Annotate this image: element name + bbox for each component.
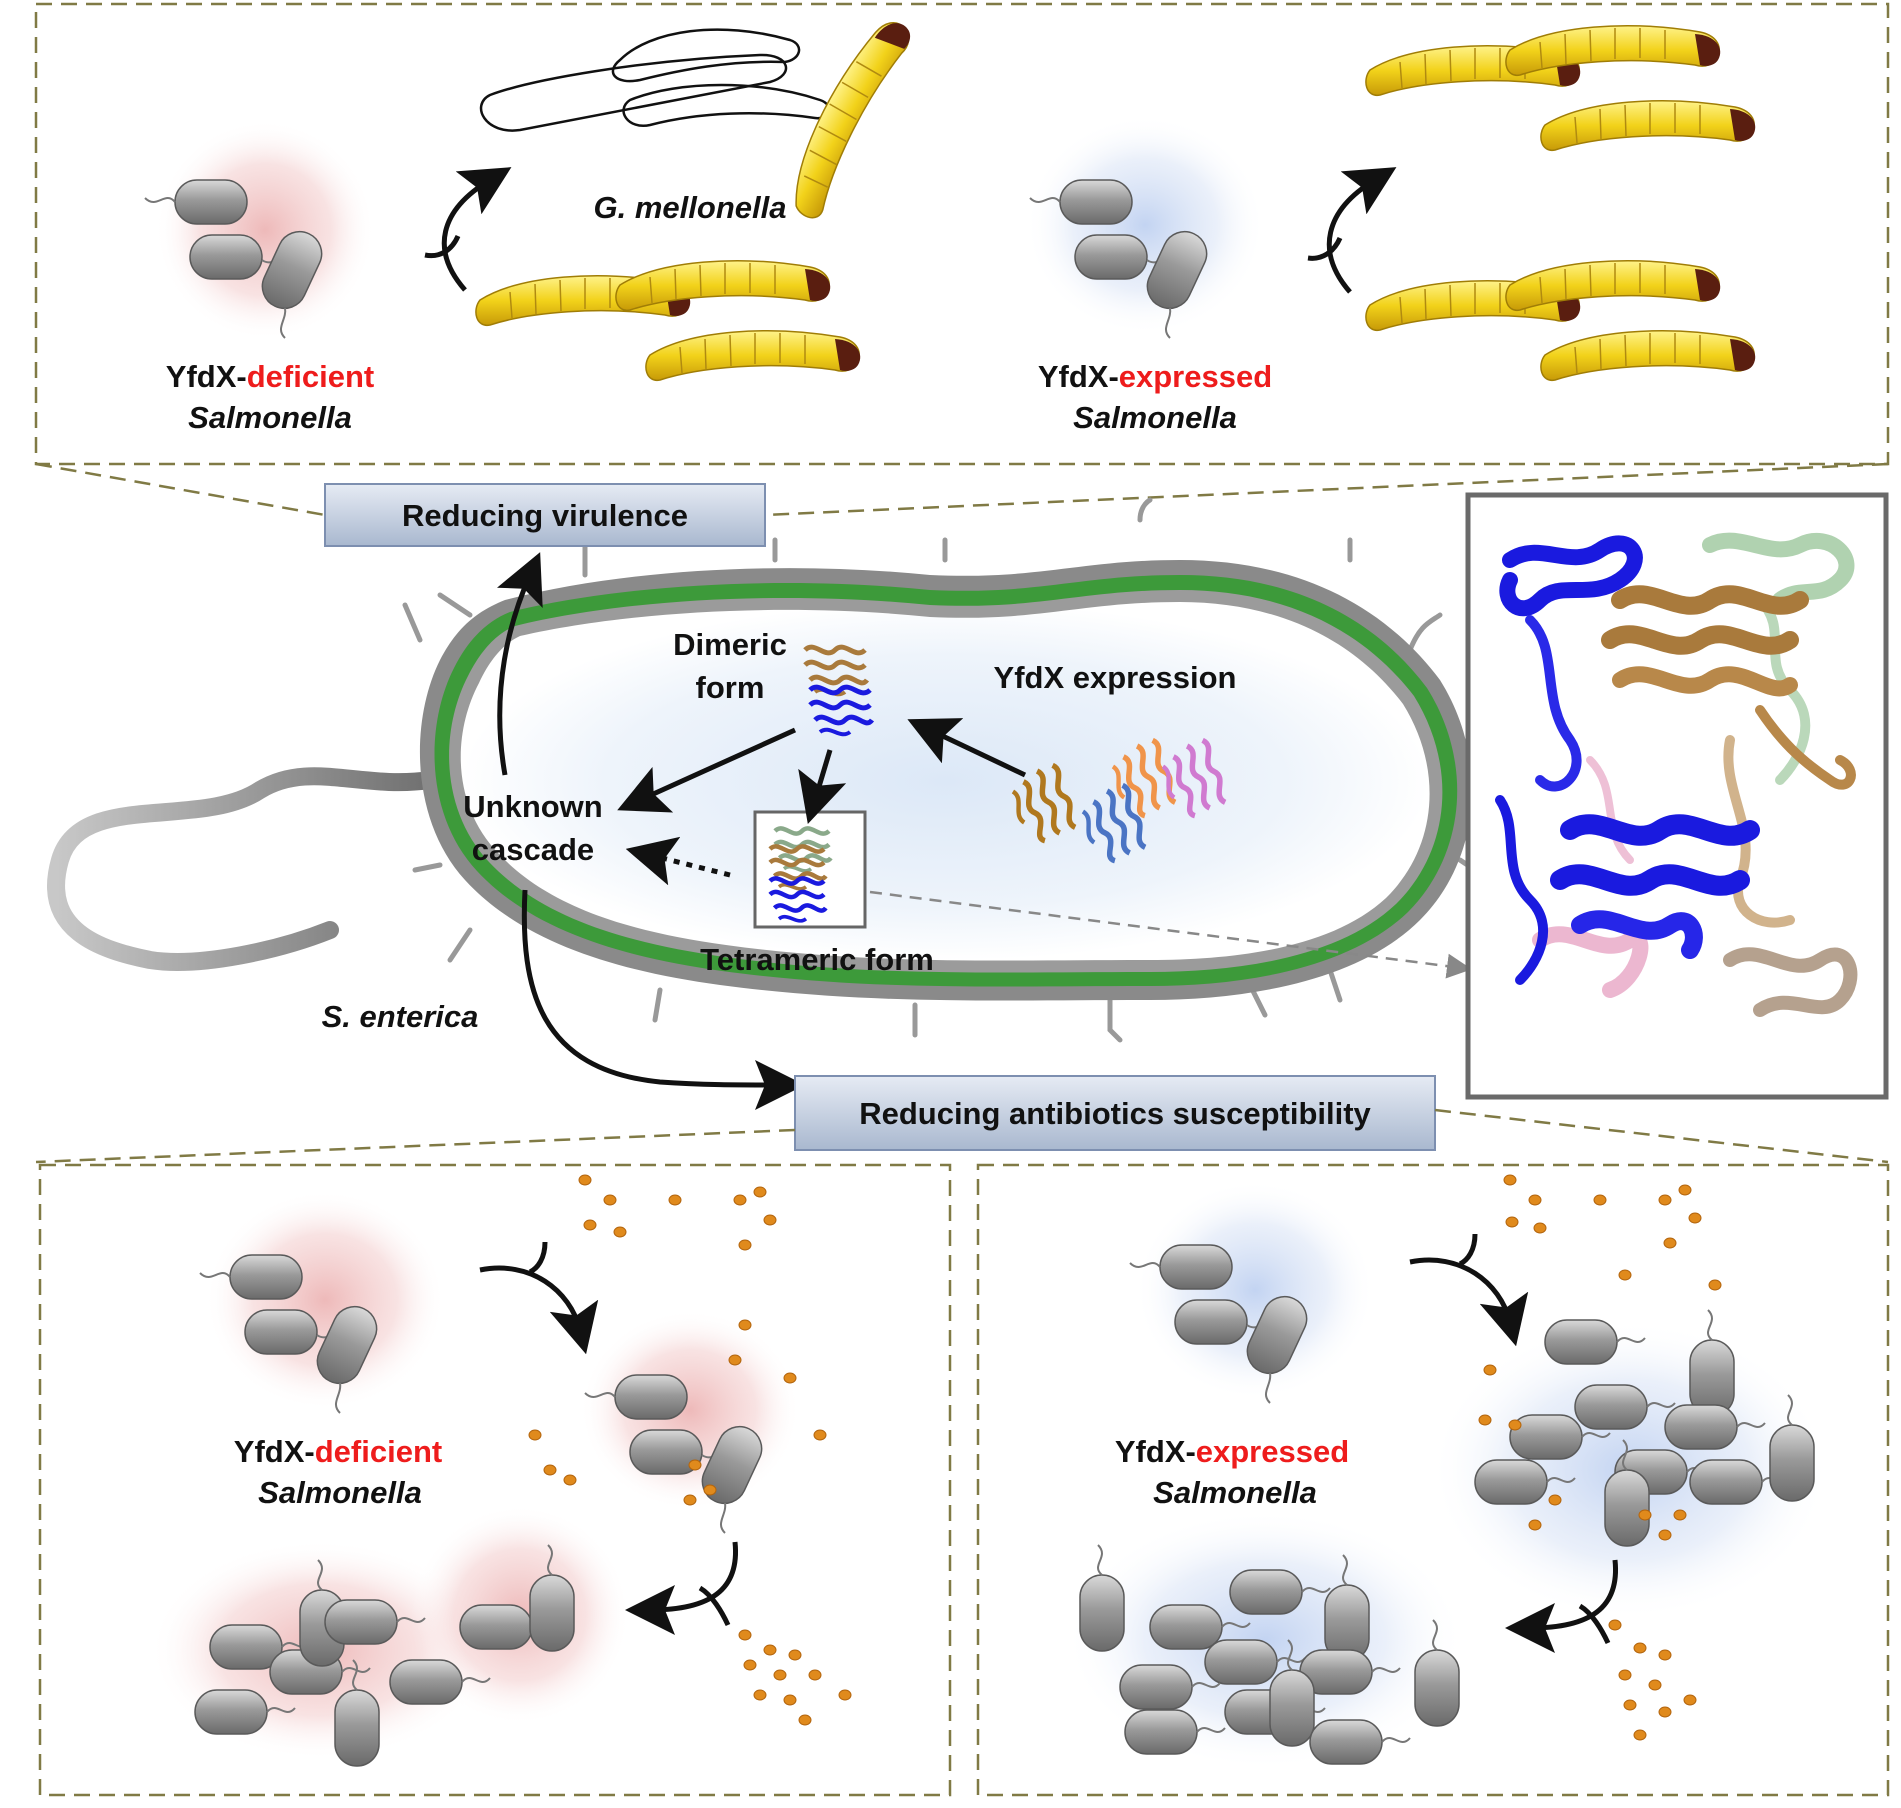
dimer-to-tetramer-arrow (798, 749, 847, 824)
larva-bottom-left-2 (615, 260, 831, 312)
bl-strain-keyword: deficient (315, 1434, 442, 1469)
top-panel-frame (34, 2, 1890, 466)
cascade-to-virulence-arrow (497, 552, 543, 776)
reducing-antibiotics-label: Reducing antibiotics susceptibility (859, 1096, 1371, 1131)
bl-antibiotic-dots (528, 1174, 852, 1726)
br-strain-genus: Salmonella (1153, 1475, 1317, 1510)
br-curved-arrows (1409, 1233, 1619, 1653)
top-left-strain-label: YfdX-deficient Salmonella (166, 359, 374, 435)
unknown-cascade-line1: Unknown (463, 789, 603, 824)
cell-arrows (497, 552, 1027, 1110)
dimeric-label-line2: form (696, 670, 765, 705)
species-label-top: G. mellonella (594, 190, 787, 225)
bl-curved-arrows (479, 1241, 739, 1635)
bl-strain-genus: Salmonella (258, 1475, 422, 1510)
tetrameric-protein-icon (753, 810, 867, 929)
dead-larvae-outlines (479, 28, 831, 132)
unknown-cascade-line2: cascade (472, 832, 594, 867)
bottom-left-frame (38, 1163, 952, 1797)
cytoplasm (460, 602, 1430, 961)
bottom-right-antibiotic-panel: YfdX-expressed Salmonella (976, 1163, 1890, 1797)
salmonella-cell: Dimeric form YfdX expression Unknown cas… (47, 497, 1513, 1110)
larva-bottom-right-3 (1540, 330, 1756, 382)
top-right-strain-genus: Salmonella (1073, 400, 1237, 435)
top-left-strain-genus: Salmonella (188, 400, 352, 435)
expression-to-dimer-arrow (907, 718, 1027, 778)
expressed-glow (1025, 115, 1265, 335)
tetramer-ribbon-structure (1495, 532, 1858, 1017)
reducing-virulence-box: Reducing virulence (324, 483, 766, 547)
antibiotics-connector-left (35, 1128, 796, 1164)
top-left-strain-prefix: YfdX- (166, 359, 247, 394)
tetrameric-label: Tetrameric form (700, 942, 934, 977)
bl-strain-prefix: YfdX- (234, 1434, 315, 1469)
reducing-antibiotics-box: Reducing antibiotics susceptibility (794, 1075, 1436, 1151)
dimer-to-cascade-arrow (617, 727, 797, 813)
yfdx-expression-label: YfdX expression (994, 660, 1237, 695)
svg-text:YfdX-deficient: YfdX-deficient (234, 1434, 442, 1469)
larva-top-right-2 (1505, 25, 1721, 77)
br-strain-label: YfdX-expressed Salmonella (1115, 1434, 1349, 1510)
bottom-right-frame (976, 1163, 1890, 1797)
bottom-left-antibiotic-panel: YfdX-deficient Salmonella (38, 1163, 952, 1797)
br-glow-1 (1135, 1180, 1375, 1400)
top-right-curved-arrow (1307, 167, 1397, 294)
larva-bottom-left-3 (645, 330, 861, 382)
top-right-strain-keyword: expressed (1119, 359, 1272, 394)
br-antibiotic-dots (1478, 1174, 1722, 1741)
br-strain-keyword: expressed (1196, 1434, 1349, 1469)
reducing-virulence-label: Reducing virulence (402, 498, 688, 533)
deficient-glow (155, 120, 375, 340)
bl-strain-label: YfdX-deficient Salmonella (234, 1434, 442, 1510)
virulence-connector-right (764, 462, 1889, 517)
protein-structure-inset (1465, 492, 1889, 1100)
virulence-connector-left (35, 462, 326, 517)
tetramer-to-cascade-dotted-arrow (625, 836, 731, 886)
bl-glow-2 (580, 1310, 800, 1510)
svg-text:YfdX-expressed: YfdX-expressed (1038, 359, 1272, 394)
cascade-to-antibiotics-arrow (521, 889, 805, 1110)
larva-bottom-right-2 (1505, 260, 1721, 312)
antibiotics-connector-right (1434, 1108, 1889, 1164)
br-strain-prefix: YfdX- (1115, 1434, 1196, 1469)
svg-text:YfdX-expressed: YfdX-expressed (1115, 1434, 1349, 1469)
top-left-curved-arrow (424, 167, 512, 292)
bl-glow-1 (205, 1190, 445, 1410)
larva-top-right-3 (1540, 100, 1756, 152)
top-right-strain-label: YfdX-expressed Salmonella (1038, 359, 1272, 435)
top-virulence-panel: G. mellonella YfdX-deficient Salmonella … (34, 2, 1890, 466)
species-label-cell: S. enterica (322, 999, 479, 1034)
flagellum (47, 767, 439, 971)
top-right-strain-prefix: YfdX- (1038, 359, 1119, 394)
dimeric-label-line1: Dimeric (673, 627, 787, 662)
svg-text:YfdX-deficient: YfdX-deficient (166, 359, 374, 394)
top-left-strain-keyword: deficient (247, 359, 374, 394)
